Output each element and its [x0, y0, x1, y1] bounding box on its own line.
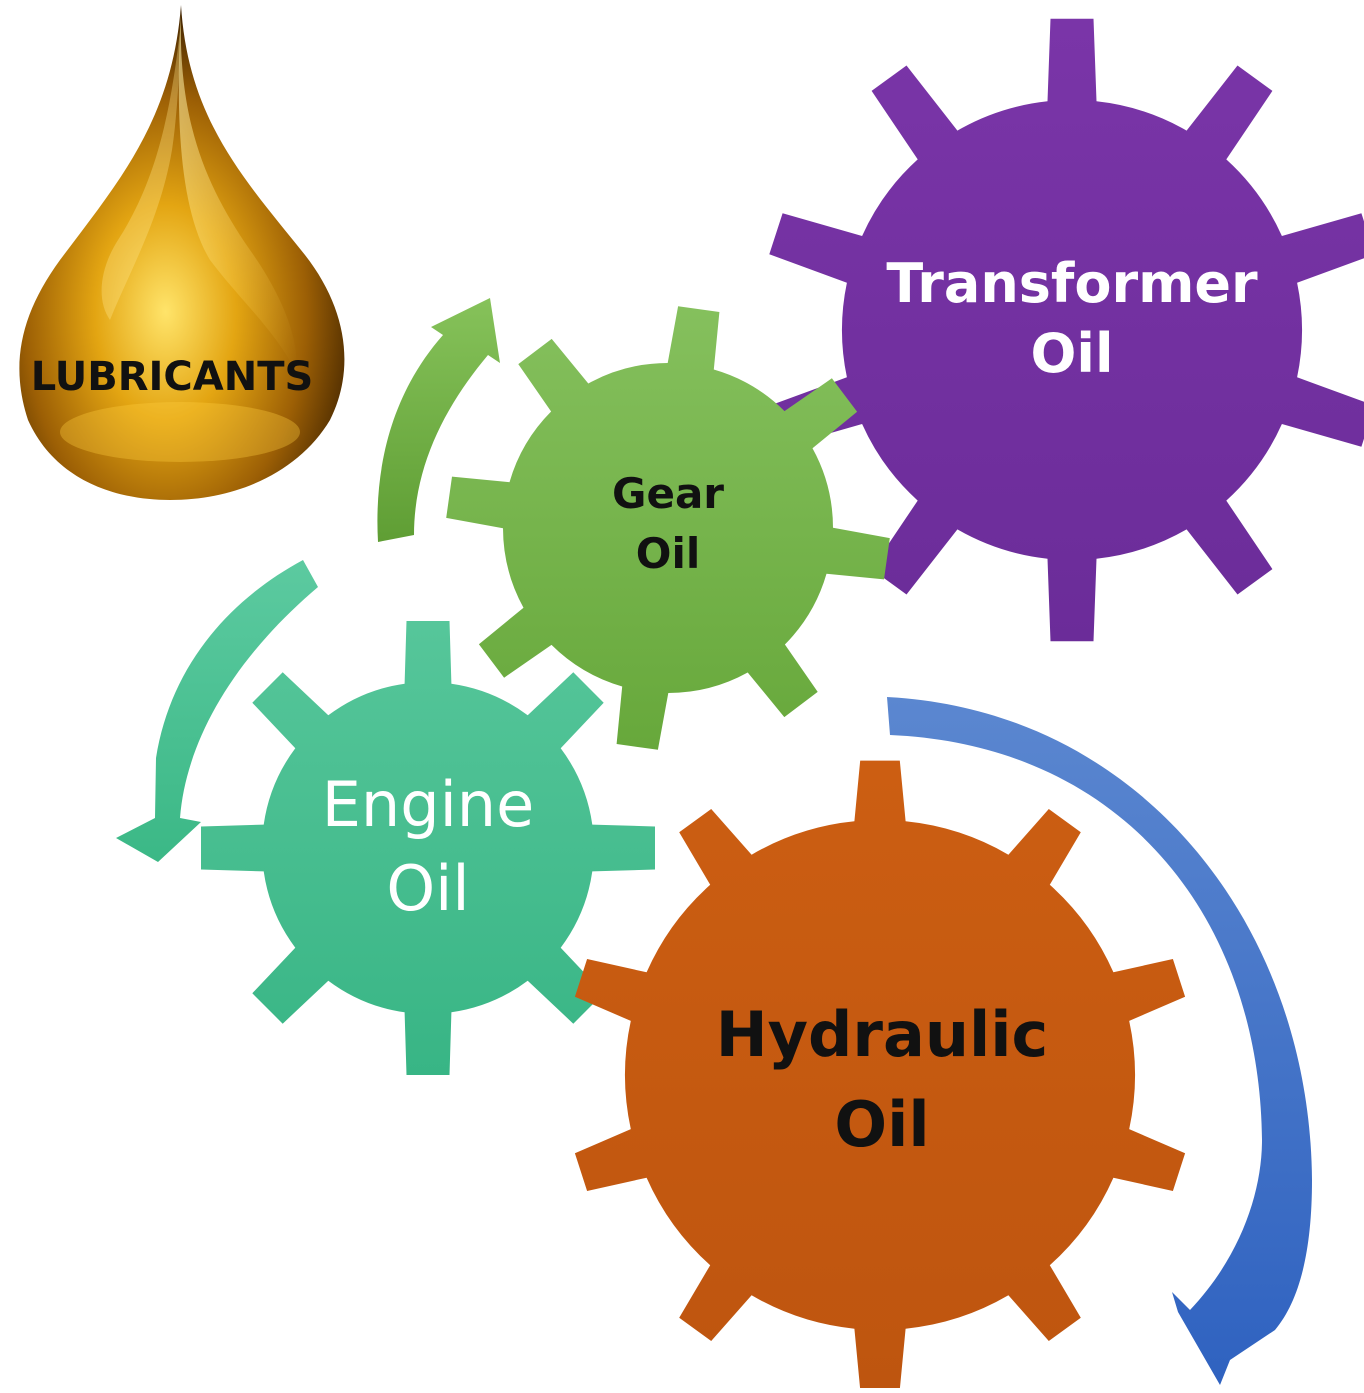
curved-arrow-up-icon [377, 298, 500, 542]
transformer-gear-label-line1: Transformer [886, 252, 1258, 315]
transformer-gear-label-line2: Oil [1031, 322, 1114, 385]
curved-arrow-right-icon [887, 697, 1312, 1385]
hydraulic-gear-label-line1: Hydraulic [716, 998, 1049, 1071]
lubricants-label: LUBRICANTS [31, 354, 314, 400]
engine-gear-label-line2: Oil [386, 852, 469, 925]
engine-gear-label-line1: Engine [322, 768, 535, 841]
hydraulic-gear-label-line2: Oil [834, 1088, 929, 1161]
transformer-oil-gear: Transformer Oil [769, 18, 1364, 642]
oil-drop-icon: LUBRICANTS [19, 5, 345, 500]
hydraulic-oil-gear: Hydraulic Oil [574, 760, 1186, 1390]
engine-oil-gear: Engine Oil [201, 621, 655, 1075]
gear-oil-gear: Gear Oil [446, 306, 890, 750]
curved-arrow-down-icon [116, 560, 318, 862]
gear-gear-label-line2: Oil [636, 529, 701, 578]
gear-gear-label-line1: Gear [612, 469, 724, 518]
